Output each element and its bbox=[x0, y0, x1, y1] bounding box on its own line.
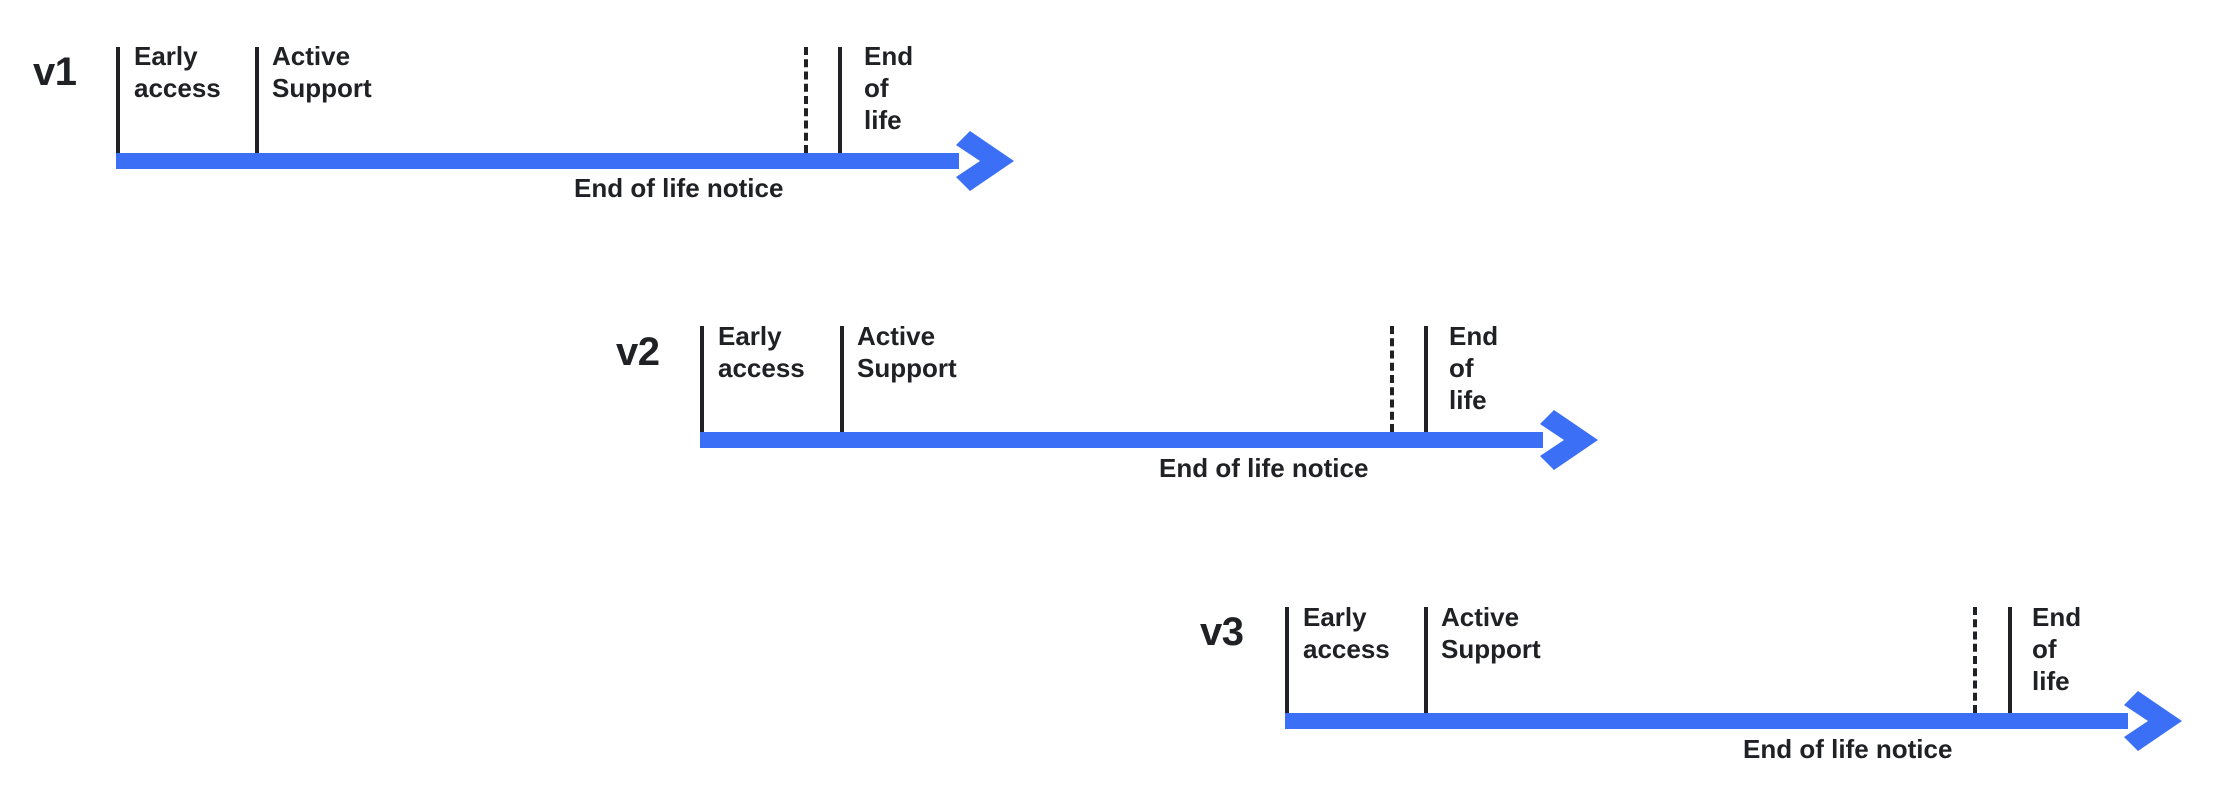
active-support-label-v2: Active Support bbox=[857, 321, 957, 383]
arrow-right-icon-v3 bbox=[2118, 687, 2186, 755]
early-access-label-v3: Early access bbox=[1303, 602, 1390, 664]
early-access-label-v1: Early access bbox=[134, 41, 221, 103]
start-divider-v3 bbox=[1285, 607, 1289, 713]
phase-divider-v3 bbox=[1424, 607, 1428, 713]
phase-divider-v2 bbox=[840, 326, 844, 432]
end-of-life-divider-v1 bbox=[838, 47, 842, 153]
phase-divider-v1 bbox=[255, 47, 259, 153]
active-support-label-v3: Active Support bbox=[1441, 602, 1541, 664]
lifecycle-track-v2 bbox=[700, 432, 1543, 448]
end-of-life-divider-v2 bbox=[1424, 326, 1428, 432]
end-of-life-notice-label-v1: End of life notice bbox=[574, 173, 784, 203]
end-of-life-notice-marker-v3 bbox=[1973, 607, 1977, 713]
start-divider-v1 bbox=[116, 47, 120, 153]
lifecycle-track-v1 bbox=[116, 153, 959, 169]
end-of-life-notice-label-v3: End of life notice bbox=[1743, 734, 1953, 764]
end-of-life-label-v2: End of life bbox=[1449, 321, 1499, 415]
version-label-v3: v3 bbox=[1200, 610, 1244, 654]
arrow-right-icon-v2 bbox=[1534, 406, 1602, 474]
end-of-life-label-v3: End of life bbox=[2032, 602, 2082, 696]
early-access-label-v2: Early access bbox=[718, 321, 805, 383]
active-support-label-v1: Active Support bbox=[272, 41, 372, 103]
end-of-life-notice-marker-v2 bbox=[1390, 326, 1394, 432]
arrow-right-icon-v1 bbox=[950, 127, 1018, 195]
end-of-life-notice-marker-v1 bbox=[804, 47, 808, 153]
version-label-v2: v2 bbox=[616, 330, 660, 374]
start-divider-v2 bbox=[700, 326, 704, 432]
lifecycle-track-v3 bbox=[1285, 713, 2128, 729]
version-label-v1: v1 bbox=[33, 50, 77, 94]
end-of-life-divider-v3 bbox=[2008, 607, 2012, 713]
end-of-life-notice-label-v2: End of life notice bbox=[1159, 453, 1369, 483]
end-of-life-label-v1: End of life bbox=[864, 41, 914, 135]
